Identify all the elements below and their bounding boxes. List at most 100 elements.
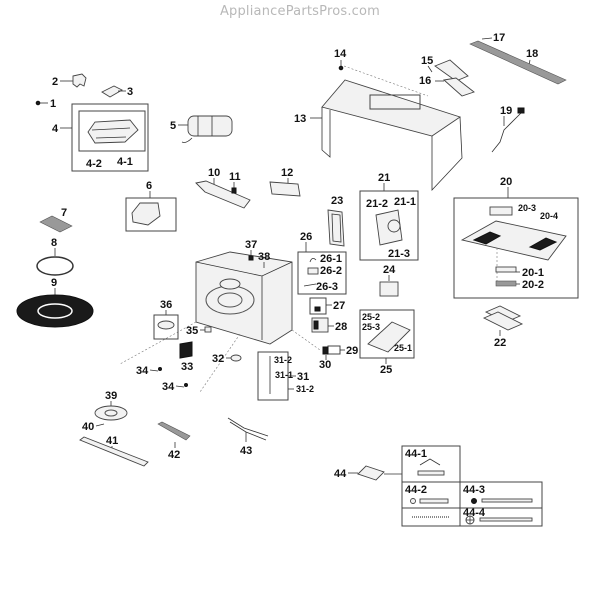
label-20-1: 20-1 bbox=[522, 267, 544, 279]
label-37: 37 bbox=[245, 239, 257, 251]
label-26-1: 26-1 bbox=[320, 253, 342, 265]
part-38-lamp-socket[interactable]: 38 bbox=[258, 251, 270, 268]
label-17: 17 bbox=[493, 32, 505, 44]
label-18: 18 bbox=[526, 48, 538, 60]
label-31-1: 31-1 bbox=[275, 370, 293, 380]
main-cavity-assembly bbox=[119, 251, 321, 393]
part-42-control-panel[interactable]: 42 bbox=[157, 421, 191, 461]
label-2: 2 bbox=[52, 76, 58, 88]
part-17-screw[interactable]: 17 bbox=[481, 32, 505, 44]
label-21: 21 bbox=[378, 172, 390, 184]
part-21-fan-assembly[interactable]: 21 21-2 21-1 21-3 bbox=[359, 172, 419, 261]
label-13: 13 bbox=[294, 113, 306, 125]
label-44-2: 44-2 bbox=[405, 484, 427, 496]
part-3-plate[interactable]: 3 bbox=[101, 85, 133, 98]
part-34-screw-b[interactable]: 34 bbox=[162, 381, 188, 393]
label-9: 9 bbox=[51, 277, 57, 289]
label-14: 14 bbox=[334, 48, 347, 60]
part-31-latch-assembly[interactable]: 31-2 31-1 31 31-2 bbox=[257, 351, 314, 401]
label-36: 36 bbox=[160, 299, 172, 311]
label-25-3: 25-3 bbox=[362, 322, 380, 332]
part-29-capacitor[interactable]: 29 bbox=[327, 345, 358, 357]
part-11-screw[interactable]: 11 bbox=[229, 171, 241, 194]
part-8-roller-ring[interactable]: 8 bbox=[36, 237, 74, 276]
label-21-3: 21-3 bbox=[388, 248, 410, 260]
label-29: 29 bbox=[346, 345, 358, 357]
label-19: 19 bbox=[500, 105, 512, 117]
label-26-3: 26-3 bbox=[316, 281, 338, 293]
label-41: 41 bbox=[106, 435, 118, 447]
part-41-trim[interactable]: 41 bbox=[79, 435, 149, 467]
label-15: 15 bbox=[421, 55, 433, 67]
part-25-assembly[interactable]: 25-2 25-3 25-1 25 bbox=[359, 309, 415, 376]
part-37-lamp[interactable]: 37 bbox=[245, 239, 257, 261]
part-16-vent-plate[interactable]: 16 bbox=[419, 75, 475, 97]
part-24-component[interactable]: 24 bbox=[379, 264, 399, 297]
part-28-transformer[interactable]: 28 bbox=[311, 317, 347, 333]
label-44-4: 44-4 bbox=[463, 507, 486, 519]
label-31: 31 bbox=[297, 371, 309, 383]
part-27-switch[interactable]: 27 bbox=[309, 297, 345, 315]
part-35-component[interactable]: 35 bbox=[186, 325, 212, 337]
label-7: 7 bbox=[61, 207, 67, 219]
label-12: 12 bbox=[281, 167, 293, 179]
label-31-2-top: 31-2 bbox=[274, 355, 292, 365]
label-11: 11 bbox=[229, 171, 241, 183]
watermark: AppliancePartsPros.com bbox=[219, 4, 381, 19]
part-40-stirrer-cover[interactable]: 40 bbox=[82, 421, 105, 433]
label-26: 26 bbox=[300, 231, 312, 243]
part-1-screw[interactable]: 1 bbox=[35, 98, 56, 110]
label-4-1: 4-1 bbox=[117, 156, 133, 168]
part-10-duct[interactable]: 10 bbox=[195, 167, 251, 209]
part-32-coupler[interactable]: 32 bbox=[212, 353, 242, 365]
part-18-vent-grille[interactable]: 18 bbox=[469, 40, 567, 85]
label-16: 16 bbox=[419, 75, 431, 87]
part-23-door-frame[interactable]: 23 bbox=[327, 195, 345, 247]
part-22-charcoal-filter[interactable]: 22 bbox=[482, 305, 524, 349]
part-20-base-plate-assembly[interactable]: 20 20-3 20-4 20-1 20-2 bbox=[453, 176, 579, 299]
part-15-vent[interactable]: 15 bbox=[421, 55, 469, 82]
label-26-2: 26-2 bbox=[320, 265, 342, 277]
label-20: 20 bbox=[500, 176, 512, 188]
label-3: 3 bbox=[127, 86, 133, 98]
label-4-2: 4-2 bbox=[86, 158, 102, 170]
part-6-component[interactable]: 6 bbox=[125, 180, 177, 232]
label-35: 35 bbox=[186, 325, 198, 337]
label-32: 32 bbox=[212, 353, 224, 365]
label-20-2: 20-2 bbox=[522, 279, 544, 291]
part-43-wire-harness[interactable]: 43 bbox=[227, 417, 269, 457]
label-28: 28 bbox=[335, 321, 347, 333]
label-25-1: 25-1 bbox=[394, 343, 412, 353]
part-9-glass-tray[interactable]: 9 bbox=[16, 277, 94, 328]
part-19-power-cord[interactable]: 19 bbox=[491, 105, 525, 153]
part-36-motor[interactable]: 36 bbox=[153, 299, 179, 340]
label-44-1: 44-1 bbox=[405, 448, 427, 460]
label-5: 5 bbox=[170, 120, 176, 132]
label-34-a: 34 bbox=[136, 365, 149, 377]
part-34-screw-a[interactable]: 34 bbox=[136, 365, 162, 377]
label-44: 44 bbox=[334, 468, 347, 480]
label-4: 4 bbox=[52, 123, 59, 135]
part-2-bracket[interactable]: 2 bbox=[52, 73, 87, 88]
part-7-filter[interactable]: 7 bbox=[39, 207, 73, 233]
label-42: 42 bbox=[168, 449, 180, 461]
label-23: 23 bbox=[331, 195, 343, 207]
label-25: 25 bbox=[380, 364, 392, 376]
part-26-assembly[interactable]: 26 26-1 26-2 26-3 bbox=[297, 231, 347, 295]
part-4-assembly[interactable]: 4 4-2 4-1 bbox=[52, 103, 149, 172]
part-44-installation-kit[interactable]: 44 44-1 44-2 44-3 44-4 bbox=[334, 445, 543, 527]
part-5-blower-motor[interactable]: 5 bbox=[170, 115, 233, 143]
part-14-screw[interactable]: 14 bbox=[334, 48, 347, 71]
part-13-outer-cabinet[interactable]: 13 bbox=[294, 65, 463, 192]
part-39-stirrer[interactable]: 39 bbox=[94, 390, 128, 421]
part-30-diode[interactable]: 30 bbox=[319, 346, 331, 371]
label-33: 33 bbox=[181, 361, 193, 373]
part-33-panel[interactable]: 33 bbox=[179, 341, 193, 373]
label-21-1: 21-1 bbox=[394, 196, 416, 208]
label-24: 24 bbox=[383, 264, 396, 276]
label-34-b: 34 bbox=[162, 381, 175, 393]
label-38: 38 bbox=[258, 251, 270, 263]
label-10: 10 bbox=[208, 167, 220, 179]
part-12-bracket[interactable]: 12 bbox=[269, 167, 301, 197]
